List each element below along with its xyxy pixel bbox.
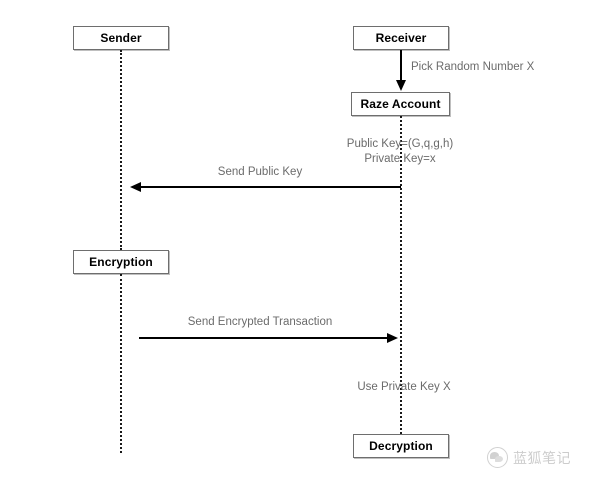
message-label-send-public-key: Send Public Key bbox=[217, 166, 303, 178]
arrowhead-left-icon bbox=[130, 182, 141, 192]
note-public-key: Public Key=(G,q,g,h) bbox=[346, 138, 454, 150]
arrow-send-public-key bbox=[140, 186, 401, 188]
watermark-text: 蓝狐笔记 bbox=[513, 449, 571, 466]
action-box-raze-account[interactable]: Raze Account bbox=[351, 92, 450, 116]
message-label-send-encrypted-transaction: Send Encrypted Transaction bbox=[187, 316, 333, 328]
arrowhead-down-icon bbox=[396, 80, 406, 91]
wechat-logo-icon bbox=[487, 447, 508, 468]
action-box-encryption[interactable]: Encryption bbox=[73, 250, 169, 274]
arrow-pick-random-number bbox=[400, 50, 402, 83]
sender-lifeline bbox=[120, 50, 122, 250]
arrowhead-right-icon bbox=[387, 333, 398, 343]
note-private-key: Private Key=x bbox=[364, 153, 436, 165]
watermark: 蓝狐笔记 bbox=[487, 447, 571, 468]
participant-box-receiver[interactable]: Receiver bbox=[353, 26, 449, 50]
message-label-pick-random-number: Pick Random Number X bbox=[411, 61, 535, 73]
arrow-send-encrypted-transaction bbox=[139, 337, 388, 339]
participant-box-sender[interactable]: Sender bbox=[73, 26, 169, 50]
sender-lifeline-lower bbox=[120, 274, 122, 453]
note-use-private-key: Use Private Key X bbox=[357, 381, 451, 393]
receiver-lifeline bbox=[400, 116, 402, 434]
action-box-decryption[interactable]: Decryption bbox=[353, 434, 449, 458]
